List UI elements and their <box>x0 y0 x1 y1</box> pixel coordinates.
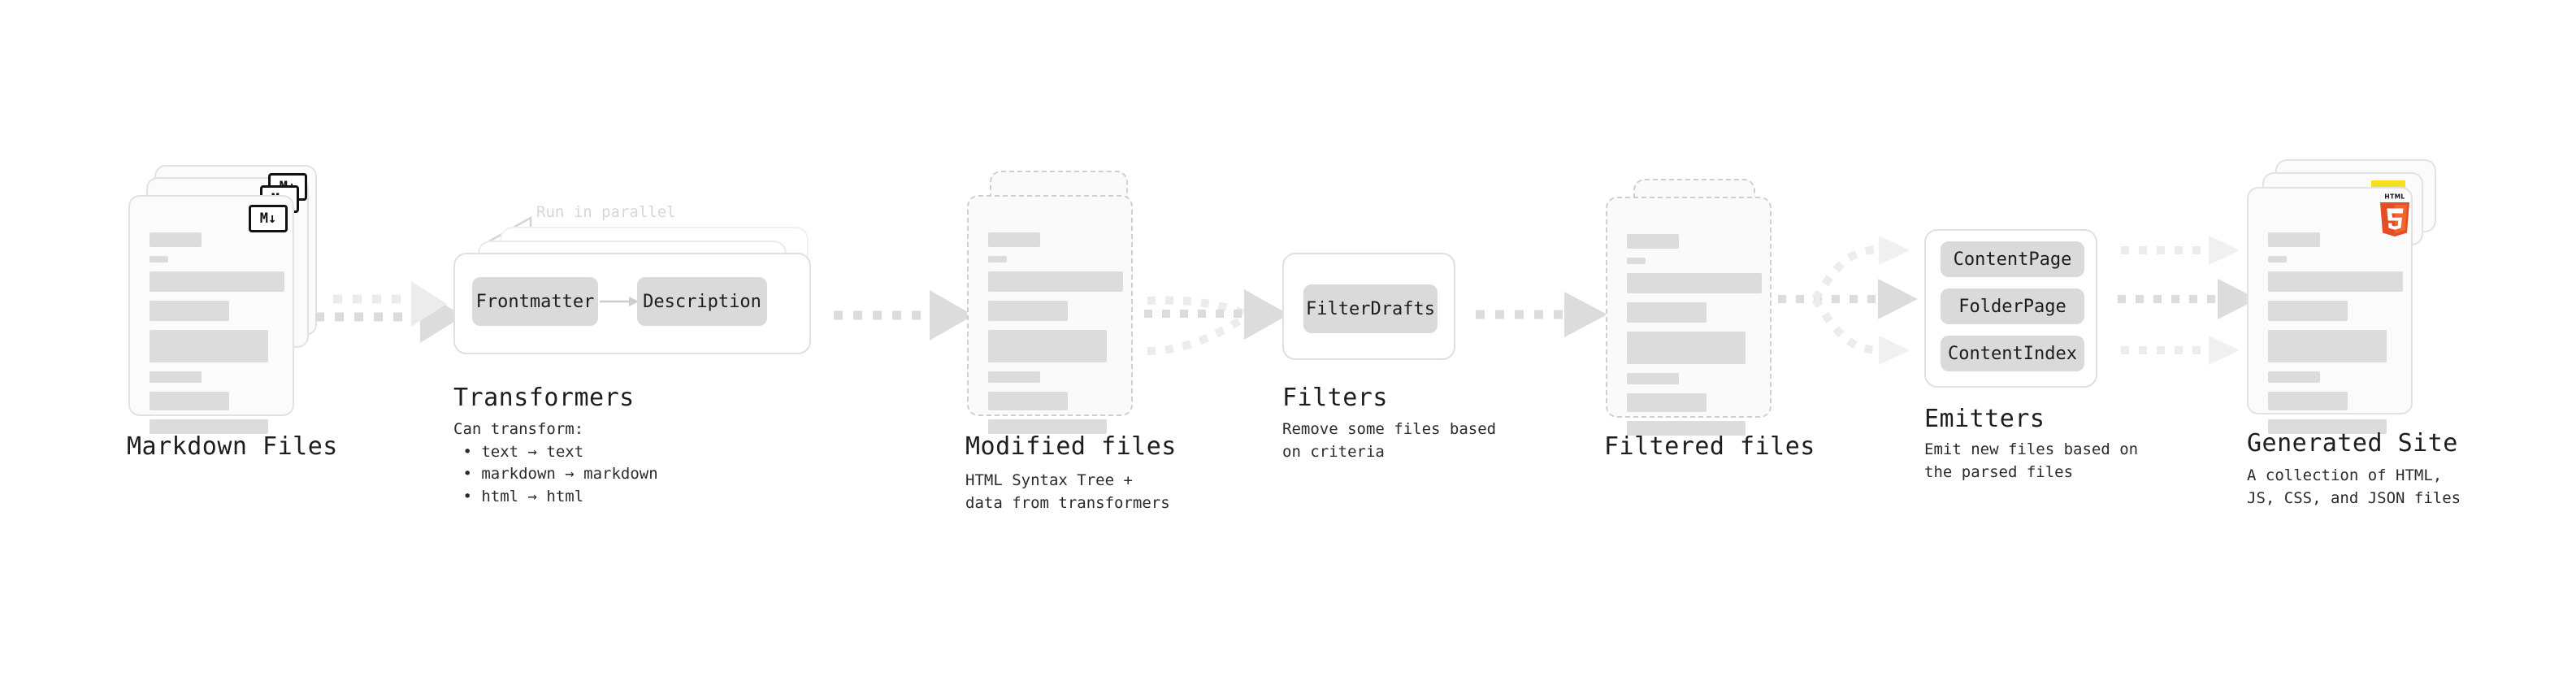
modified-file-card-front <box>967 195 1133 434</box>
stage-subtitle-modified-files: HTML Syntax Tree + data from transformer… <box>965 471 1170 512</box>
doc-bar <box>150 330 268 362</box>
markdown-doc-skeleton <box>150 232 284 443</box>
doc-bar <box>150 256 168 262</box>
svg-text:HTML: HTML <box>2384 193 2405 201</box>
stage-title-emitters: Emitters <box>1924 405 2045 433</box>
site-doc-skeleton <box>2268 232 2403 443</box>
doc-bar <box>1627 393 1706 412</box>
doc-bar <box>988 392 1068 410</box>
doc-bar <box>988 271 1123 292</box>
transformer-arrow-front <box>600 297 639 306</box>
transformer-chip-frontmatter[interactable]: Frontmatter <box>472 277 598 326</box>
stage-subtitle-filters: Remove some files based on criteria <box>1282 420 1497 461</box>
doc-bar <box>1627 373 1679 384</box>
arrow-filters-to-filtered <box>1476 292 1607 337</box>
doc-bar <box>1627 234 1679 249</box>
doc-bar <box>2268 419 2387 434</box>
doc-bar <box>2268 232 2320 247</box>
doc-bar <box>1627 332 1746 364</box>
filters-card[interactable]: FilterDrafts <box>1282 253 1455 360</box>
doc-bar <box>2268 271 2403 292</box>
doc-bar <box>1627 421 1746 436</box>
doc-bar <box>1627 258 1646 264</box>
modified-doc-skeleton <box>988 232 1123 443</box>
doc-bar <box>150 392 229 410</box>
stage-title-modified-files: Modified files <box>965 432 1177 461</box>
doc-bar <box>2268 256 2287 262</box>
doc-bar <box>988 301 1068 321</box>
doc-bar <box>1627 273 1762 293</box>
doc-bar <box>988 232 1040 247</box>
doc-bar <box>988 419 1107 434</box>
arrow-markdown-to-transformers <box>315 281 463 343</box>
doc-bar <box>150 232 202 247</box>
arrow-transformers-to-modified <box>834 290 974 340</box>
doc-bar <box>150 271 284 292</box>
doc-bar <box>150 371 202 383</box>
doc-bar <box>2268 371 2320 383</box>
filter-chip-filterdrafts[interactable]: FilterDrafts <box>1303 284 1438 333</box>
doc-bar <box>988 371 1040 383</box>
arrow-modified-to-filters <box>1144 289 1289 355</box>
markdown-icon: M↓ <box>249 205 288 232</box>
emitter-chip-contentindex[interactable]: ContentIndex <box>1941 336 2084 371</box>
run-in-parallel-note: Run in parallel <box>536 203 676 221</box>
stage-title-markdown-files: Markdown Files <box>127 432 338 461</box>
emitter-chip-folderpage[interactable]: FolderPage <box>1941 288 2084 324</box>
emitter-chip-contentpage[interactable]: ContentPage <box>1941 241 2084 277</box>
site-file-card-html <box>2247 187 2413 434</box>
doc-bar <box>2268 392 2348 410</box>
stage-subtitle-emitters: Emit new files based on the parsed files <box>1924 440 2139 481</box>
arrow-emitters-to-site <box>2118 236 2257 365</box>
filtered-doc-skeleton <box>1627 234 1762 445</box>
stage-title-generated-site: Generated Site <box>2247 429 2458 458</box>
arrow-filtered-to-emitters <box>1778 236 1918 365</box>
stage-title-filters: Filters <box>1282 384 1388 412</box>
emitters-card[interactable]: ContentPage FolderPage ContentIndex <box>1924 229 2097 388</box>
stage-subtitle-generated-site: A collection of HTML, JS, CSS, and JSON … <box>2247 466 2461 507</box>
transformer-card-front[interactable]: Frontmatter Description <box>453 253 811 354</box>
transformer-chip-description[interactable]: Description <box>637 277 767 326</box>
doc-bar <box>150 301 229 321</box>
doc-bar <box>988 330 1107 362</box>
html5-icon: HTML <box>2380 193 2409 236</box>
doc-bar <box>150 419 268 434</box>
doc-bar <box>988 256 1007 262</box>
stage-title-filtered-files: Filtered files <box>1604 432 1815 461</box>
stage-subtitle-transformers: Can transform: • text → text • markdown … <box>453 420 658 505</box>
doc-bar <box>1627 302 1706 323</box>
doc-bar <box>2268 301 2348 321</box>
doc-bar <box>2268 330 2387 362</box>
stage-title-transformers: Transformers <box>453 384 635 412</box>
filtered-file-card-front <box>1606 197 1772 436</box>
